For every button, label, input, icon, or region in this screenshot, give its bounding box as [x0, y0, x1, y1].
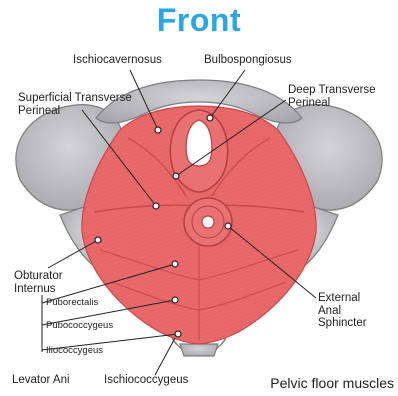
- label-ischiocavernosus: Ischiocavernosus: [73, 54, 162, 67]
- label-puborectalis: Puborectalis: [46, 297, 98, 308]
- label-pubococcygeus: Pubococcygeus: [46, 320, 113, 331]
- label-iliococcygeus: Iliococcygeus: [46, 345, 103, 356]
- label-external-anal-sphincter: External Anal Sphincter: [318, 292, 367, 330]
- diagram-caption: Pelvic floor muscles: [270, 375, 394, 391]
- label-ischiococcygeus: Ischiococcygeus: [104, 374, 188, 387]
- muscle-layer: [82, 106, 316, 344]
- label-superficial-transverse-perineal: Superficial Transverse Perineal: [18, 92, 132, 117]
- label-deep-transverse-perineal: Deep Transverse Perineal: [288, 84, 376, 109]
- label-bulbospongiosus: Bulbospongiosus: [204, 54, 292, 67]
- label-levator-ani: Levator Ani: [12, 374, 70, 387]
- label-obturator-internus: Obturator Internus: [14, 270, 63, 295]
